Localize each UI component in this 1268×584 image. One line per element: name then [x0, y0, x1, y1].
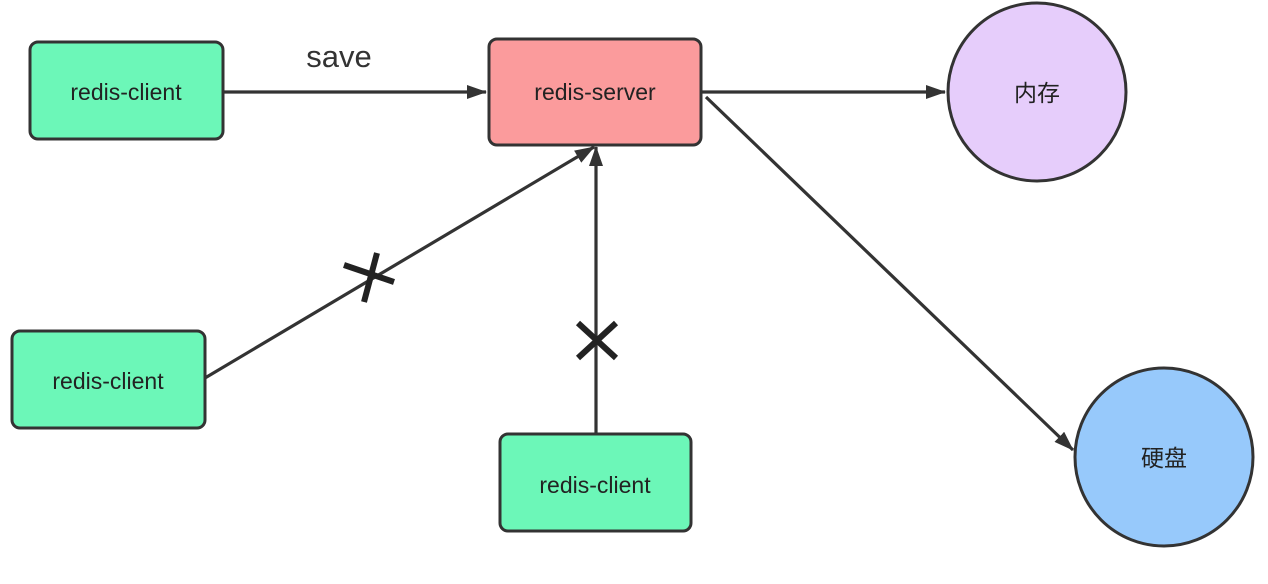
redis-server-node: redis-server [487, 37, 703, 147]
redis-server-label: redis-server [534, 79, 656, 105]
edges [204, 85, 1075, 452]
disk-circle [1073, 366, 1255, 548]
memory-circle [946, 1, 1128, 183]
disk-label: 硬盘 [1141, 445, 1187, 471]
redis-client-bottom-node: redis-client [498, 432, 693, 533]
memory-node: 内存 [946, 1, 1128, 183]
edge-client-left-to-server [204, 145, 595, 380]
save-edge-label: save [306, 39, 371, 74]
redis-client-left-node: redis-client [10, 329, 207, 430]
disk-node: 硬盘 [1073, 366, 1255, 548]
redis-client-top-box [28, 40, 225, 141]
redis-server-box [487, 37, 703, 147]
blocked-mark-bottom [575, 320, 619, 361]
blocked-mark-left [343, 252, 395, 303]
redis-client-left-box [10, 329, 207, 430]
redis-client-left-label: redis-client [52, 368, 164, 394]
edge-server-to-disk [704, 95, 1075, 452]
redis-client-top-node: redis-client [28, 40, 225, 141]
redis-client-bottom-label: redis-client [539, 472, 651, 498]
redis-client-bottom-box [498, 432, 693, 533]
memory-label: 内存 [1014, 80, 1060, 106]
redis-client-top-label: redis-client [70, 79, 182, 105]
